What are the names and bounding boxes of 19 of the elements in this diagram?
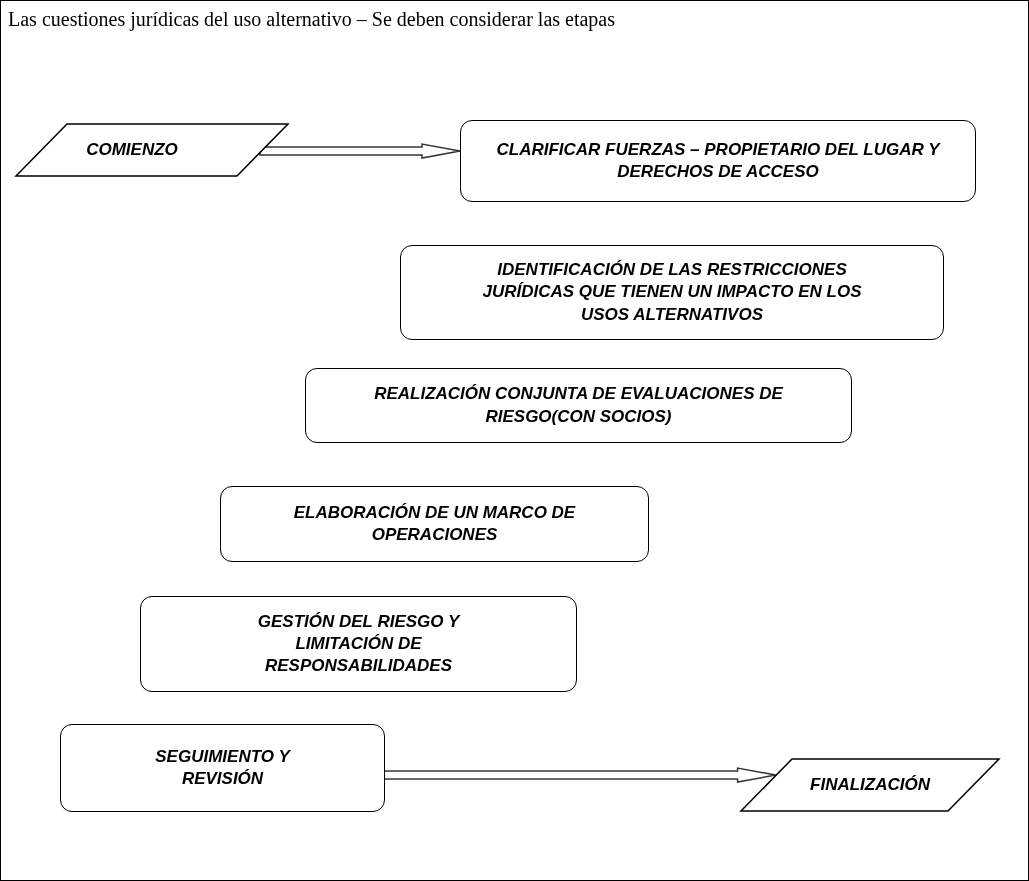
process-box: [460, 120, 976, 202]
process-box: [400, 245, 944, 340]
process-box: [140, 596, 577, 692]
process-box: [220, 486, 649, 562]
block-arrow: [259, 143, 461, 159]
start-end-parallelogram: [740, 758, 1000, 812]
process-box: [305, 368, 852, 443]
node-text: REALIZACIÓN CONJUNTA DE EVALUACIONES DE RIESGO(CON SOCIOS): [373, 383, 785, 428]
diagram-title: Las cuestiones jurídicas del uso alternativo – Se deben considerar las etapas: [8, 8, 616, 31]
node-text: IDENTIFICACIÓN DE LAS RESTRICCIONES JURÍDICAS QUE TIENEN UN IMPACTO EN LOS USOS ALTERNATIVOS: [481, 259, 863, 326]
node-text: SEGUIMIENTO Y REVISIÓN: [154, 745, 292, 790]
node-text: COMIENZO: [86, 138, 178, 161]
node-text: ELABORACIÓN DE UN MARCO DE OPERACIONES: [292, 501, 577, 546]
block-arrow: [382, 767, 777, 783]
node-text: GESTIÓN DEL RIESGO Y LIMITACIÓN DE RESPONSABILIDADES: [256, 610, 462, 678]
start-end-parallelogram: [15, 123, 289, 177]
node-text: CLARIFICAR FUERZAS – PROPIETARIO DEL LUGAR Y DERECHOS DE ACCESO: [495, 138, 942, 183]
node-text: FINALIZACIÓN: [810, 773, 930, 796]
process-box: [60, 724, 385, 812]
